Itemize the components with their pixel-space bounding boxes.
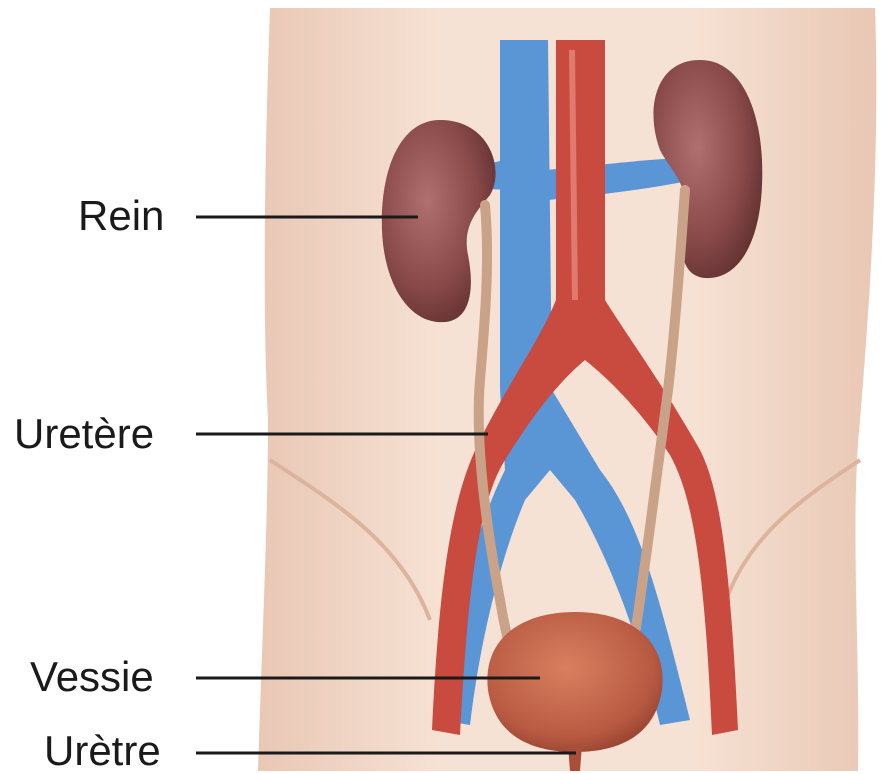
label-rein: Rein	[78, 195, 164, 237]
urethra	[568, 745, 582, 771]
bladder	[487, 612, 662, 752]
label-uretre: Urètre	[44, 730, 161, 772]
aorta-highlight	[572, 50, 575, 300]
label-vessie: Vessie	[30, 656, 154, 698]
label-uretere: Uretère	[14, 413, 154, 455]
